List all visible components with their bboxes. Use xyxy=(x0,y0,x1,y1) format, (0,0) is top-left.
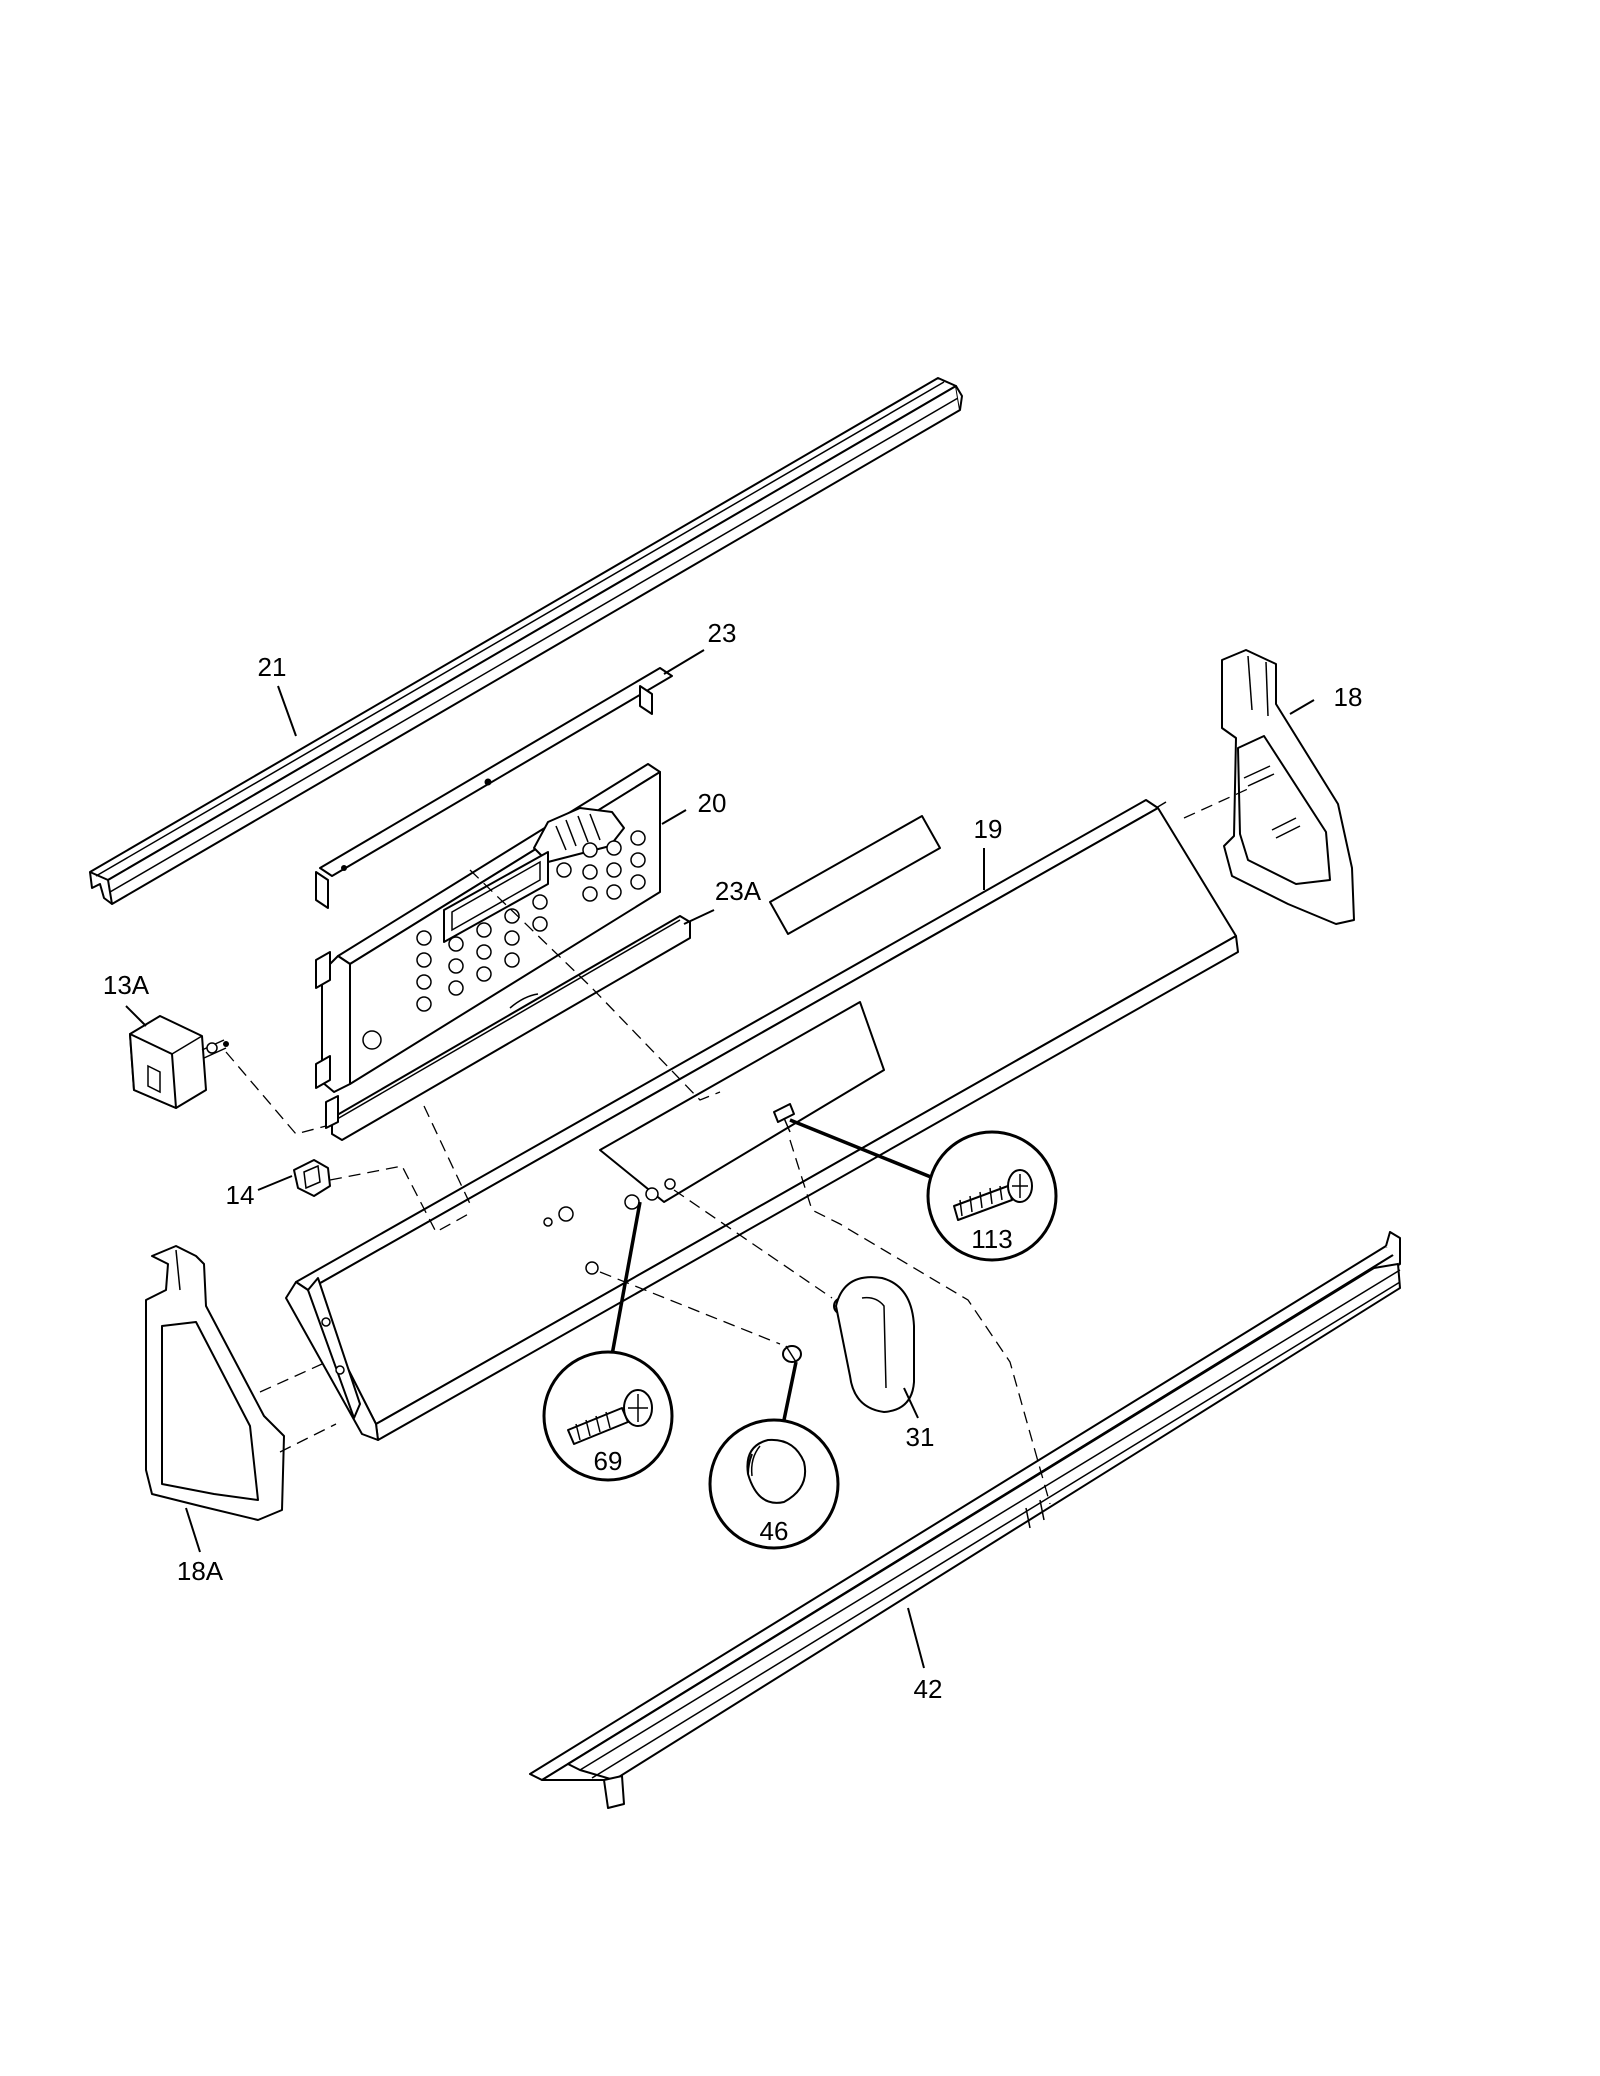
part-18-right-endcap xyxy=(1221,649,1355,925)
callout-18a-label: 18A xyxy=(177,1556,224,1586)
callout-46-label: 46 xyxy=(760,1516,789,1546)
callout-31-label: 31 xyxy=(906,1422,935,1452)
detail-circle-69: 69 xyxy=(542,1350,674,1482)
detail-circle-46: 46 xyxy=(708,1418,840,1550)
callout-labels: 21 23 18 20 19 23A 13A 14 31 18A 42 xyxy=(103,618,1363,1704)
callout-14-label: 14 xyxy=(226,1180,255,1210)
callout-20-label: 20 xyxy=(698,788,727,818)
callout-69-label: 69 xyxy=(594,1446,623,1476)
leader-lines xyxy=(125,649,1315,1669)
detail-circle-113: 113 xyxy=(926,1130,1058,1262)
callout-19-label: 19 xyxy=(974,814,1003,844)
callout-23-label: 23 xyxy=(708,618,737,648)
part-31-knob xyxy=(833,1276,915,1413)
hardware-small xyxy=(543,1103,915,1413)
callout-113-label: 113 xyxy=(971,1224,1012,1254)
part-23a-lower-bracket xyxy=(325,915,691,1141)
part-23-upper-bracket xyxy=(315,667,673,909)
part-42-bottom-trim xyxy=(529,1231,1401,1809)
part-21-top-trim xyxy=(89,377,963,905)
callout-23a-label: 23A xyxy=(715,876,762,906)
callout-13a-label: 13A xyxy=(103,970,150,1000)
part-13a-switch xyxy=(129,1015,229,1109)
part-19-control-panel xyxy=(285,799,1239,1441)
part-20-control-board xyxy=(315,763,661,1093)
assembly-lines xyxy=(225,787,1251,1505)
part-14-clip xyxy=(293,1159,331,1197)
callout-18-label: 18 xyxy=(1334,682,1363,712)
callout-42-label: 42 xyxy=(914,1674,943,1704)
keypad-buttons xyxy=(416,830,646,1012)
part-18a-left-endcap xyxy=(145,1245,285,1521)
callout-21-label: 21 xyxy=(258,652,287,682)
